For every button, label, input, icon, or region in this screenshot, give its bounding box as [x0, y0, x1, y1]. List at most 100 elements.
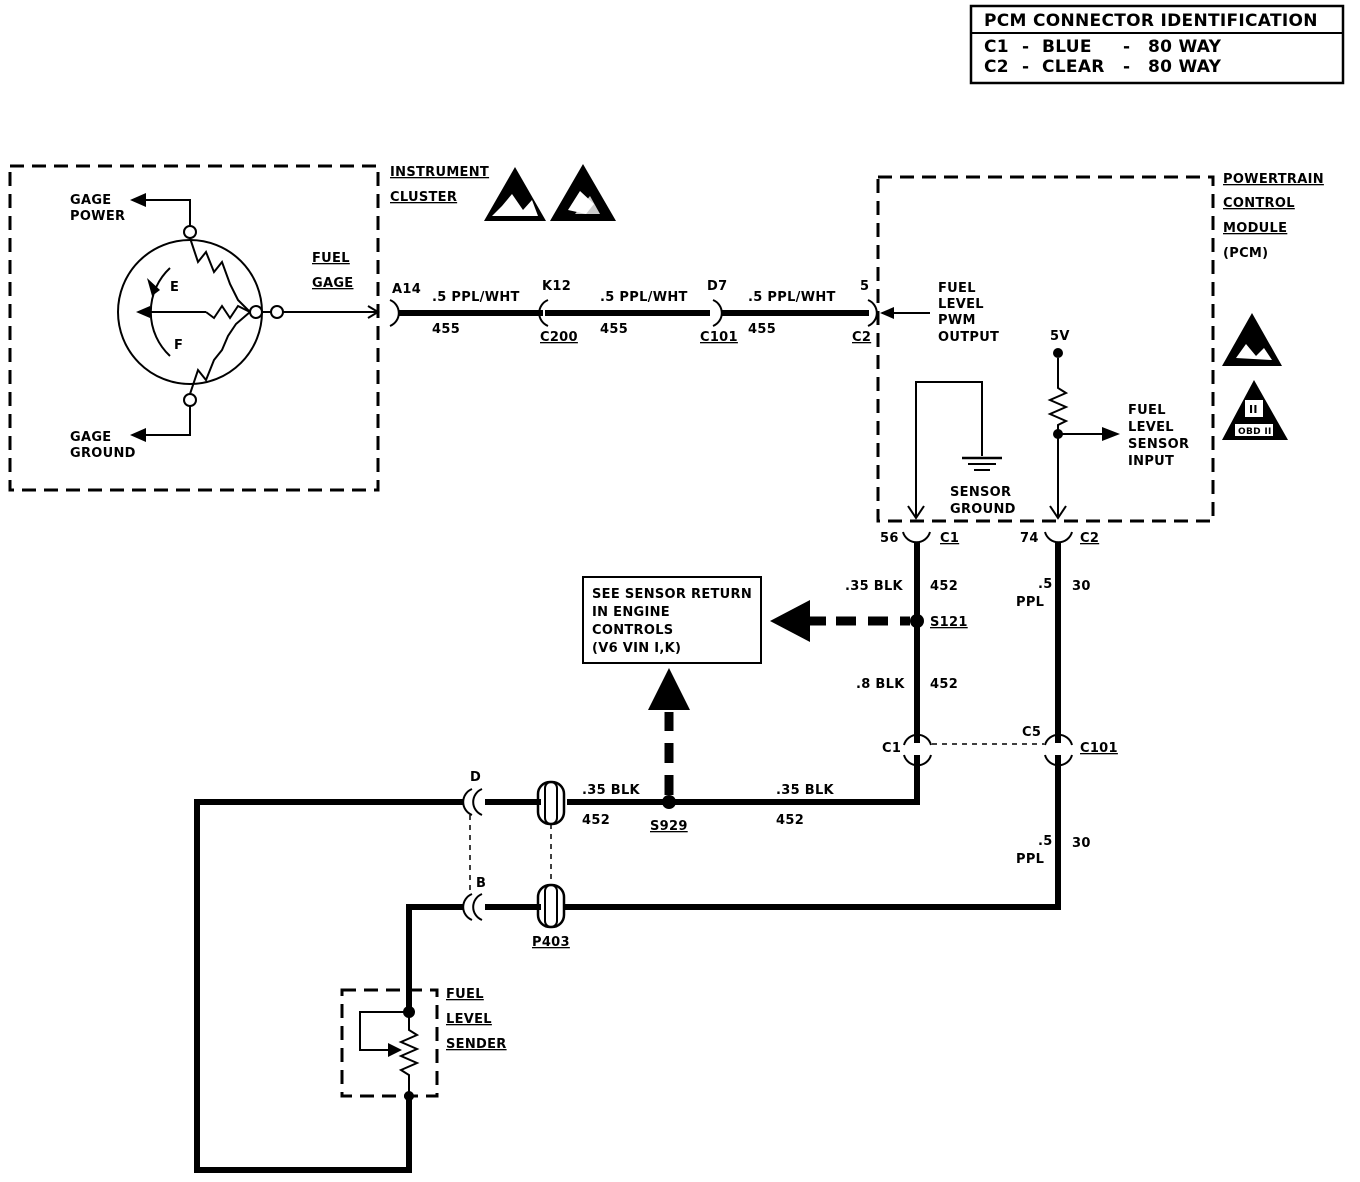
pin-d-label: D — [470, 770, 481, 785]
obd-roman-label: II — [1249, 403, 1258, 416]
pin-c5-label: C5 — [1022, 725, 1041, 740]
connector-p403-label: P403 — [532, 935, 570, 950]
table-row-c1-dash2: - — [1123, 37, 1130, 57]
obd-ii-label: OBD II — [1238, 427, 1272, 437]
connector-c101-top-label: C101 — [700, 330, 738, 345]
connector-c101-lower-label: C101 — [1080, 741, 1118, 756]
circuit-455-seg1-label: 455 — [432, 322, 460, 337]
pcm-connector-table: PCM CONNECTOR IDENTIFICATION C1 - BLUE -… — [969, 4, 1345, 85]
circuit-452: .35 BLK 452 S121 .8 BLK 452 C1 .35 BLK 4… — [567, 542, 968, 834]
circuit-455: A14 K12 D7 5 .5 PPL/WHT .5 PPL/WHT .5 PP… — [389, 279, 878, 345]
pcm-label-2: CONTROL — [1223, 196, 1295, 211]
circuit-455-seg3-label: 455 — [748, 322, 776, 337]
circuit-30-seg1-label: 30 — [1072, 579, 1091, 594]
circuit-30-seg2-label: 30 — [1072, 836, 1091, 851]
table-row-c2-color: CLEAR — [1042, 57, 1105, 77]
gage-ground-arrow-icon — [130, 428, 146, 442]
gage-power-arrow-icon — [130, 193, 146, 207]
gage-e-label: E — [170, 280, 179, 295]
lower-connectors: P403 D B — [194, 770, 570, 1173]
pcm-label-4: (PCM) — [1223, 246, 1268, 261]
pin-b-label: B — [476, 876, 486, 891]
pcm-pins: 56 C1 74 C2 — [880, 531, 1099, 546]
sensor-ground-label-2: GROUND — [950, 502, 1016, 517]
sender-label-3: SENDER — [446, 1037, 507, 1052]
pin-c2-label: C2 — [1080, 531, 1099, 546]
table-row-c1-id: C1 — [984, 37, 1009, 57]
obd-ii-icon: II OBD II — [1222, 380, 1288, 440]
up-arrow-icon — [648, 668, 690, 710]
sensor-input-arrow-icon — [1102, 427, 1120, 441]
table-row-c2-size: 80 WAY — [1148, 57, 1222, 77]
fuel-gage-meter: E F — [117, 225, 284, 407]
v5-label: 5V — [1050, 329, 1070, 344]
table-row-c2-dash: - — [1022, 57, 1029, 77]
pwm-arrow-icon — [880, 307, 894, 319]
wire-455-seg2-label: .5 PPL/WHT — [600, 290, 688, 305]
see-box-line-2: IN ENGINE — [592, 605, 670, 620]
pwm-label-4: OUTPUT — [938, 330, 999, 345]
circuit-452-seg3-label: 452 — [582, 813, 610, 828]
wire-30-seg2-size: .5 — [1038, 834, 1053, 849]
pin-74-label: 74 — [1020, 531, 1039, 546]
table-row-c1-size: 80 WAY — [1148, 37, 1222, 57]
sender-label-1: FUEL — [446, 987, 484, 1002]
instrument-cluster-label-2: CLUSTER — [390, 190, 457, 205]
see-reference-box: SEE SENSOR RETURN IN ENGINE CONTROLS (V6… — [582, 576, 762, 664]
wire-455-seg3-label: .5 PPL/WHT — [748, 290, 836, 305]
circuit-30: .5 PPL 30 C5 C101 .5 PPL 30 — [563, 542, 1118, 910]
connector-c200-label: C200 — [540, 330, 578, 345]
table-title: PCM CONNECTOR IDENTIFICATION — [984, 11, 1318, 31]
see-box-line-1: SEE SENSOR RETURN — [592, 587, 752, 602]
fuel-gage-label-1: FUEL — [312, 251, 350, 266]
sensor-input-label-4: INPUT — [1128, 454, 1174, 469]
sender-box — [340, 988, 439, 1098]
wire-452-seg2-label: .8 BLK — [856, 677, 905, 692]
table-row-c1-color: BLUE — [1042, 37, 1092, 57]
sensor-ground-label-1: SENSOR — [950, 485, 1011, 500]
instrument-cluster: INSTRUMENT CLUSTER — [8, 164, 616, 492]
splice-s121-label: S121 — [930, 615, 968, 630]
pin-k12-label: K12 — [542, 279, 571, 294]
gage-f-label: F — [174, 338, 183, 353]
pin-c1-label: C1 — [940, 531, 959, 546]
table-row-c2-id: C2 — [984, 57, 1009, 77]
esd-warning-icon — [550, 164, 616, 221]
pcm-label-3: MODULE — [1223, 221, 1287, 236]
wire-30-seg1-color: PPL — [1016, 595, 1044, 610]
gage-power-label-1: GAGE — [70, 193, 111, 208]
sensor-input-label-2: LEVEL — [1128, 420, 1174, 435]
splice-s929-label: S929 — [650, 819, 688, 834]
esd-warning-icon — [1222, 313, 1282, 366]
pin-d7-label: D7 — [707, 279, 727, 294]
wire-30-seg2-color: PPL — [1016, 852, 1044, 867]
wire-455-seg1-label: .5 PPL/WHT — [432, 290, 520, 305]
sensor-input-label-3: SENSOR — [1128, 437, 1189, 452]
connector-c1-lower-label: C1 — [882, 741, 901, 756]
see-box-line-3: CONTROLS — [592, 623, 673, 638]
gage-ground-label-2: GROUND — [70, 446, 136, 461]
connector-c2-top-label: C2 — [852, 330, 871, 345]
see-box-line-4: (V6 VIN I,K) — [592, 641, 681, 656]
circuit-455-seg2-label: 455 — [600, 322, 628, 337]
pin-a14-label: A14 — [392, 282, 421, 297]
fuel-gage-label-2: GAGE — [312, 276, 353, 291]
left-arrow-icon — [770, 600, 810, 642]
wire-452-seg1-label: .35 BLK — [845, 579, 904, 594]
pwm-label-1: FUEL — [938, 281, 976, 296]
pcm-label-1: POWERTRAIN — [1223, 172, 1324, 187]
gage-ground-label-1: GAGE — [70, 430, 111, 445]
pcm-box — [876, 175, 1215, 523]
fuel-level-sender: FUEL LEVEL SENDER — [340, 987, 507, 1101]
pwm-label-2: LEVEL — [938, 297, 984, 312]
wire-452-seg3-label: .35 BLK — [582, 783, 641, 798]
pwm-label-3: PWM — [938, 313, 976, 328]
instrument-cluster-label-1: INSTRUMENT — [390, 165, 489, 180]
esd-warning-icon — [484, 167, 546, 221]
circuit-452-seg2-label: 452 — [930, 677, 958, 692]
circuit-452-seg4-label: 452 — [776, 813, 804, 828]
wiper-arrow-icon — [388, 1043, 402, 1057]
wire-30-seg1-size: .5 — [1038, 577, 1053, 592]
pin-56-label: 56 — [880, 531, 899, 546]
